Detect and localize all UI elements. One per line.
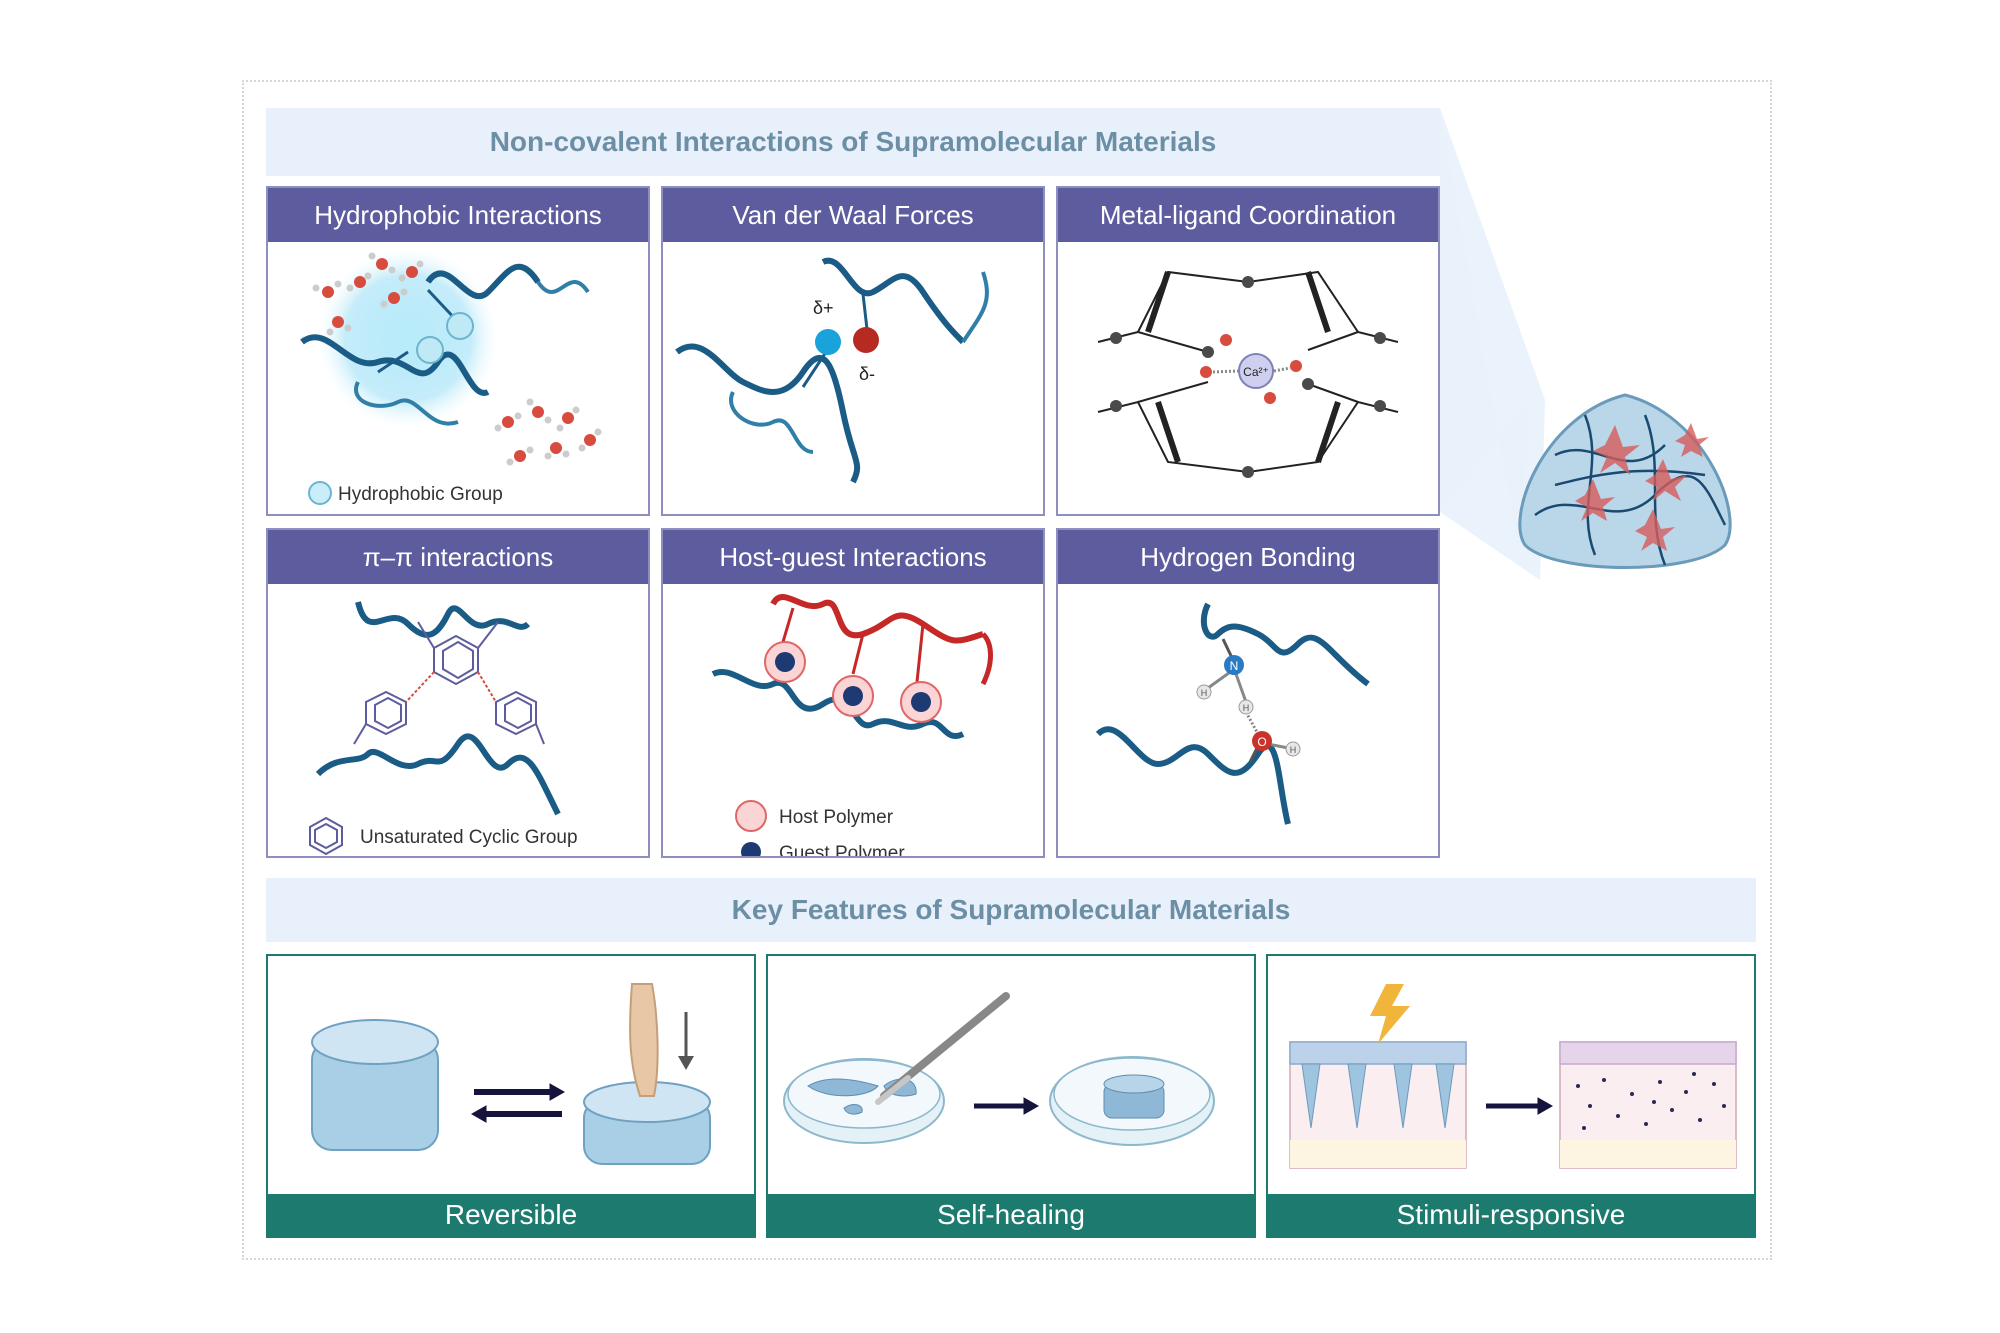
panel-van-der-waals: Van der Waal Forces δ+ δ- — [661, 186, 1045, 516]
polymer-chain — [1200, 602, 1370, 687]
water-molecules — [312, 252, 602, 466]
hydrophobic-legend-label: Hydrophobic Group — [338, 484, 503, 505]
panel-pi-pi-title: π–π interactions — [268, 530, 648, 584]
finger — [629, 983, 659, 1097]
nitrogen-atom — [1224, 655, 1244, 675]
panel-vdw-title: Van der Waal Forces — [663, 188, 1043, 242]
hydrogel-illustration — [1518, 393, 1732, 569]
hydrophobic-illustration: Hydrophobic Group — [300, 248, 602, 505]
calcium-ion — [1238, 353, 1274, 389]
non-covalent-title-banner: Non-covalent Interactions of Supramolecu… — [266, 108, 1440, 176]
feature-stimuli-label: Stimuli-responsive — [1268, 1194, 1754, 1236]
polymer-chain — [1095, 726, 1291, 825]
guest-legend-label: Guest Polymer — [779, 843, 905, 856]
hydrogen-label: H — [1290, 745, 1297, 755]
hydrogen-bonding-illustration: N H H O H — [1095, 602, 1370, 825]
hydrogen-label: H — [1243, 703, 1250, 713]
host-chain — [770, 594, 984, 644]
feature-stimuli-responsive: Stimuli-responsive — [1266, 954, 1756, 1238]
delta-plus-label: δ+ — [813, 298, 834, 318]
hydrogen-atom — [1238, 699, 1254, 715]
arrow-down-icon — [678, 1056, 694, 1070]
vdw-illustration: δ+ δ- — [675, 257, 989, 484]
figure-frame — [242, 80, 1772, 1260]
lightning-bolt-icon — [1370, 984, 1410, 1044]
polymer-chain — [821, 257, 966, 345]
hydrophobic-group — [416, 336, 444, 364]
oxygen-atom — [1252, 731, 1272, 751]
ion-label: Ca²⁺ — [1243, 365, 1269, 379]
panel-host-guest: Host-guest Interactions Host Polymer Gue… — [661, 528, 1045, 858]
aromatic-rings — [353, 621, 545, 745]
feature-reversible: Reversible — [266, 954, 756, 1238]
polymer-chain — [315, 733, 561, 816]
stimuli-responsive-illustration — [1289, 984, 1737, 1169]
panel-hydrogen-title: Hydrogen Bonding — [1058, 530, 1438, 584]
host-cages — [764, 641, 942, 723]
host-guest-illustration: Host Polymer Guest Polymer — [711, 594, 993, 856]
pi-pi-illustration: Unsaturated Cyclic Group — [309, 601, 578, 856]
host-polymer-legend-icon — [735, 800, 767, 832]
non-covalent-title: Non-covalent Interactions of Supramolecu… — [489, 126, 1217, 157]
polymer-chain — [425, 263, 541, 300]
panel-hydrogen-bonding: Hydrogen Bonding N H H O H — [1056, 528, 1440, 858]
oxygen-label: O — [1257, 735, 1266, 749]
positive-dipole-atom — [815, 329, 841, 355]
hydrophobic-glow — [318, 248, 498, 428]
negative-dipole-atom — [853, 327, 879, 353]
hydrogen-atom — [1196, 684, 1212, 700]
host-legend-label: Host Polymer — [779, 807, 894, 828]
panel-hydrophobic: Hydrophobic Interactions — [266, 186, 650, 516]
panel-pi-pi: π–π interactions Unsaturated Cyclic Grou… — [266, 528, 650, 858]
self-healing-illustration — [783, 992, 1215, 1146]
hydrophobic-group-legend-icon — [308, 481, 332, 505]
feature-self-healing: Self-healing — [766, 954, 1256, 1238]
polymer-chain — [355, 601, 531, 638]
polymer-chain — [300, 334, 490, 396]
panel-metal-ligand-title: Metal-ligand Coordination — [1058, 188, 1438, 242]
panel-metal-ligand: Metal-ligand Coordination Ca²⁺ — [1056, 186, 1440, 516]
hydrogen-label: H — [1201, 688, 1208, 698]
cyclic-group-legend-icon — [309, 816, 343, 856]
reversible-illustration — [311, 983, 711, 1165]
key-features-title: Key Features of Supramolecular Materials — [731, 894, 1291, 925]
polymer-chain — [675, 343, 861, 484]
feature-self-healing-label: Self-healing — [768, 1194, 1254, 1236]
feature-reversible-label: Reversible — [268, 1194, 754, 1236]
guest-polymer-legend-icon — [741, 842, 761, 856]
nitrogen-label: N — [1230, 659, 1239, 673]
cyclic-legend-label: Unsaturated Cyclic Group — [360, 827, 578, 848]
delta-minus-label: δ- — [859, 364, 875, 384]
metal-ligand-illustration: Ca²⁺ — [1097, 270, 1399, 478]
panel-host-guest-title: Host-guest Interactions — [663, 530, 1043, 584]
hydrophobic-group — [446, 312, 474, 340]
key-features-title-banner: Key Features of Supramolecular Materials — [266, 878, 1756, 942]
panel-hydrophobic-title: Hydrophobic Interactions — [268, 188, 648, 242]
hydrogen-atom — [1285, 741, 1301, 757]
